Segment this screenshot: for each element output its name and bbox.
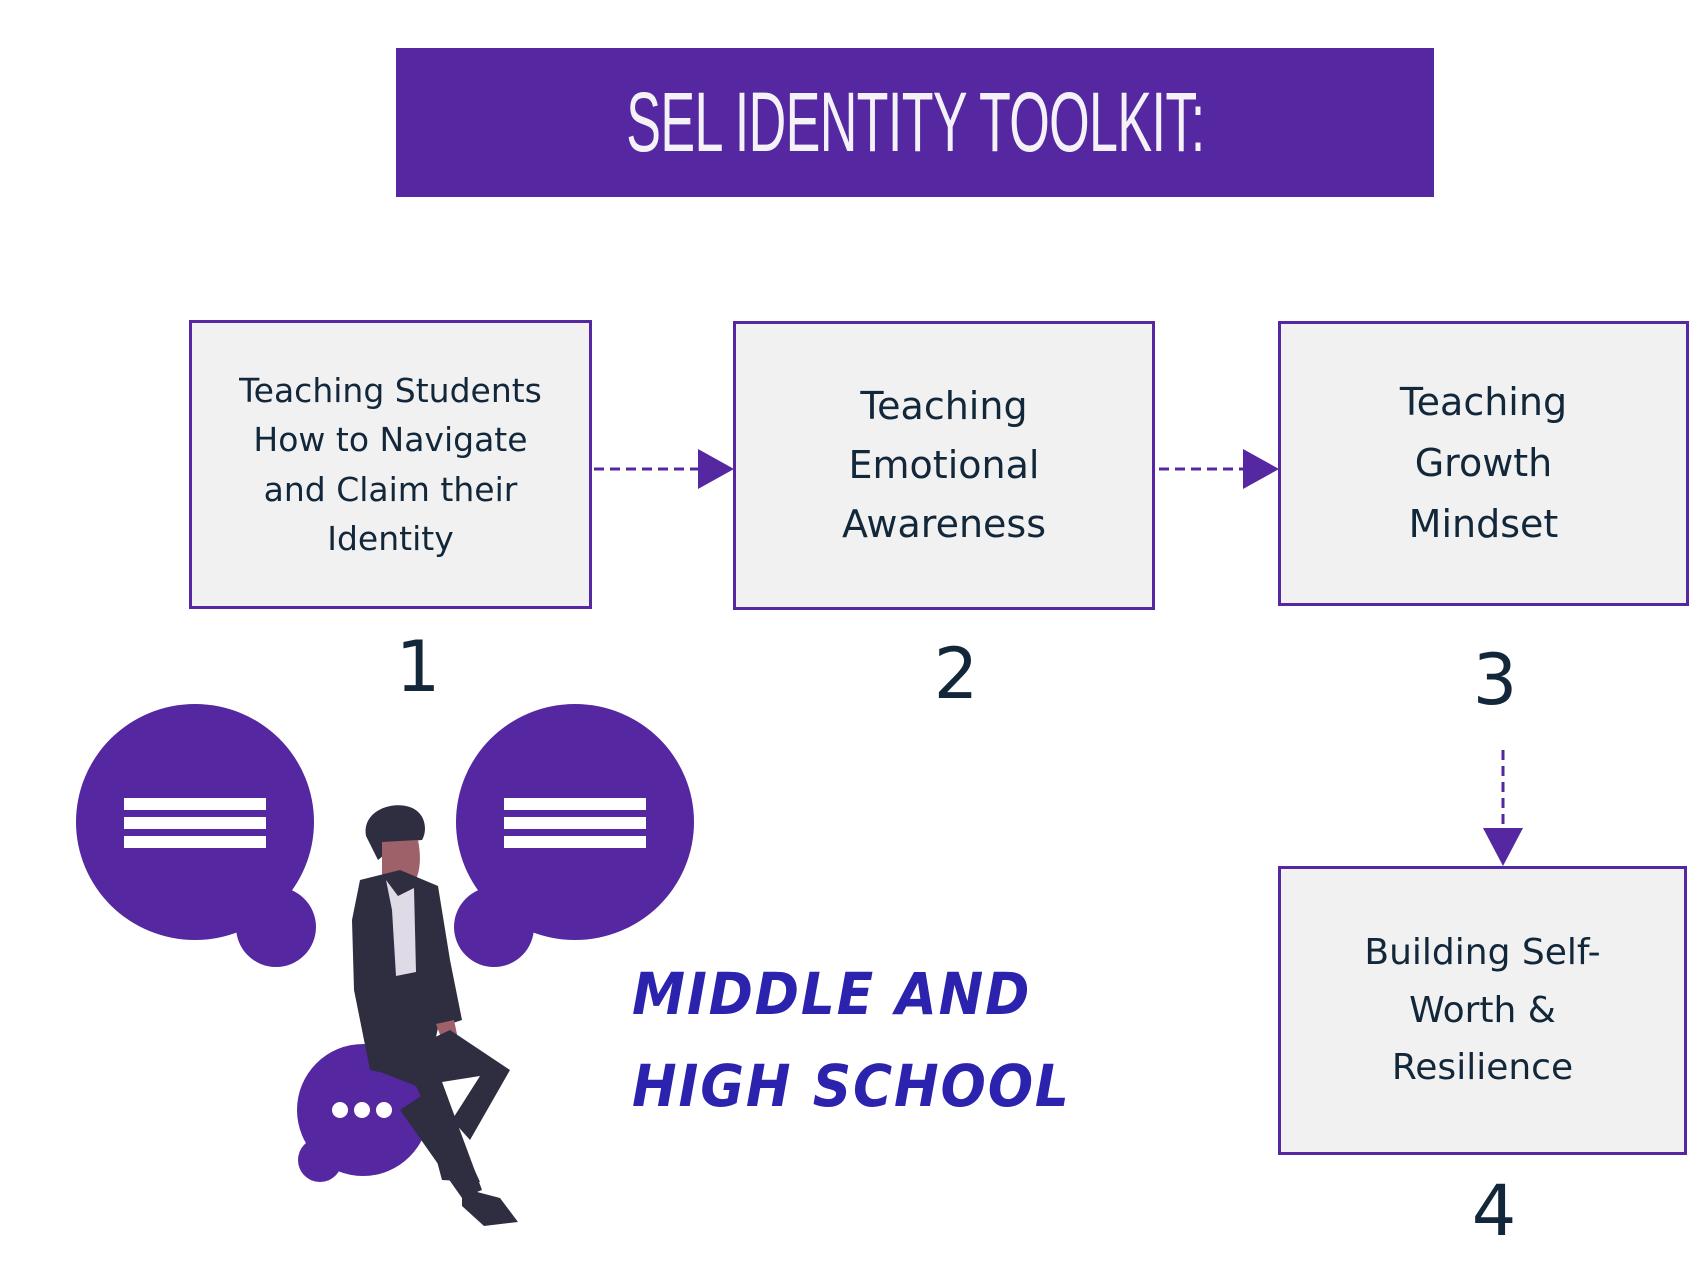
step-number-4: 4 [1471, 1170, 1517, 1252]
person-with-chat-bubbles-illustration [76, 704, 694, 1226]
step-number-3: 3 [1472, 639, 1518, 721]
step-box-4: Building Self- Worth & Resilience [1278, 866, 1687, 1155]
step-box-1: Teaching Students How to Navigate and Cl… [189, 320, 592, 609]
chat-bubble-text-icon [76, 704, 316, 967]
chat-bubble-text-icon [454, 704, 694, 967]
step-number-1: 1 [395, 626, 441, 708]
step-label-3: Teaching Growth Mindset [1399, 380, 1568, 546]
step-label-4: Building Self- Worth & Resilience [1364, 932, 1601, 1089]
audience-tagline-line2: HIGH SCHOOL [632, 1052, 1071, 1120]
arrow-right-icon [594, 449, 734, 489]
arrow-right-icon [1159, 449, 1279, 489]
step-label-2: Teaching Emotional Awareness [841, 384, 1047, 546]
step-number-2: 2 [933, 633, 979, 715]
step-box-2: Teaching Emotional Awareness [733, 321, 1155, 610]
person-figure [352, 805, 518, 1226]
page-title: SEL IDENTITY TOOLKIT: [625, 75, 1205, 169]
title-banner: SEL IDENTITY TOOLKIT: [396, 48, 1434, 197]
step-box-3: Teaching Growth Mindset [1278, 321, 1689, 606]
audience-tagline-line1: MIDDLE AND [632, 960, 1032, 1028]
arrow-down-icon [1483, 750, 1523, 866]
step-label-1: Teaching Students How to Navigate and Cl… [239, 370, 542, 559]
